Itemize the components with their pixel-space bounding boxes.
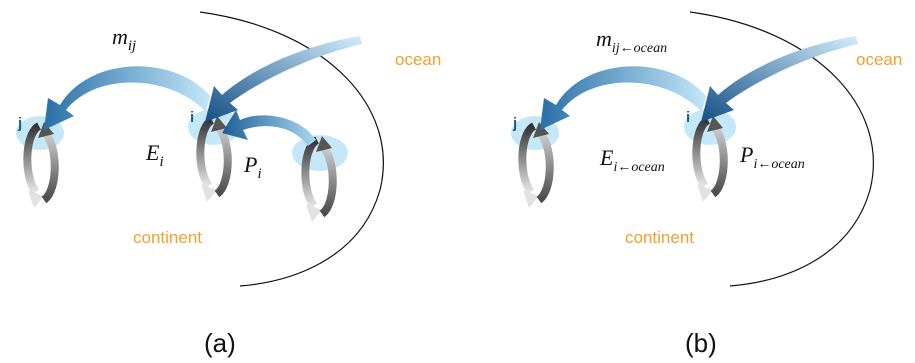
moisture-flux-arrow-ij (540, 66, 706, 130)
node-j-label: j (512, 115, 517, 132)
node-i-label: i (190, 109, 194, 126)
precipitation-label: Pi←ocean (739, 142, 805, 172)
panel-caption: (b) (685, 328, 717, 358)
cycle-j-icon (522, 122, 549, 208)
ocean-inflow-arrow (701, 36, 858, 122)
flux-m-label: mij (112, 24, 136, 54)
cycle-j-icon (27, 122, 54, 208)
cycle-k-icon (305, 136, 332, 222)
continent-label: continent (133, 228, 202, 247)
evaporation-label: Ei (145, 140, 164, 170)
node-k-ellipse (292, 135, 348, 171)
neighbor-inflow-arrow (222, 110, 316, 146)
node-i-label: i (686, 109, 690, 126)
ocean-label: ocean (856, 50, 902, 69)
evaporation-label: Ei←ocean (599, 145, 665, 175)
panel-b: ocean continent j i mij←ocean Ei←ocean P… (511, 11, 902, 358)
cycle-i-icon (696, 116, 723, 202)
precipitation-label: Pi (243, 152, 262, 182)
moisture-flux-arrow-ij (44, 66, 210, 130)
cycle-i-icon (200, 116, 227, 202)
continent-label: continent (625, 228, 694, 247)
node-j-label: j (17, 115, 22, 132)
panel-a: ocean continent j i mij Ei Pi (16, 11, 441, 358)
coastline-arc (689, 11, 874, 287)
coastline-arc (199, 11, 384, 287)
panel-caption: (a) (204, 328, 236, 358)
ocean-label: ocean (395, 50, 441, 69)
ocean-inflow-arrow (205, 36, 362, 122)
flux-m-label: mij←ocean (596, 26, 667, 56)
